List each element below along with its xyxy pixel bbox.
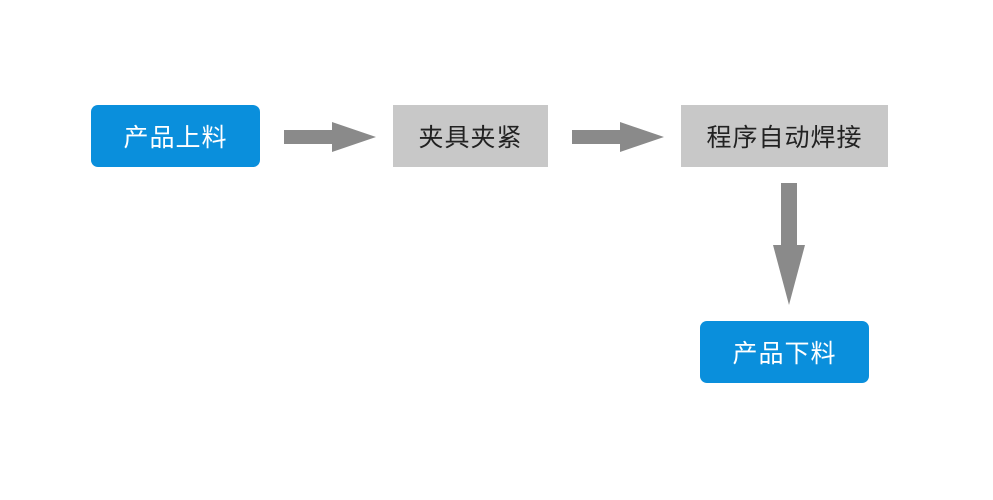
node-automatic-welding: 程序自动焊接 xyxy=(681,105,888,167)
arrow-clamp-to-weld xyxy=(572,122,664,152)
arrow-shape xyxy=(773,183,805,305)
node-product-unloading: 产品下料 xyxy=(700,321,869,383)
arrow-shape xyxy=(572,122,664,152)
arrow-weld-to-end xyxy=(773,183,805,305)
node-product-loading: 产品上料 xyxy=(91,105,260,167)
arrow-shape xyxy=(284,122,376,152)
arrow-start-to-clamp xyxy=(284,122,376,152)
node-fixture-clamping: 夹具夹紧 xyxy=(393,105,548,167)
